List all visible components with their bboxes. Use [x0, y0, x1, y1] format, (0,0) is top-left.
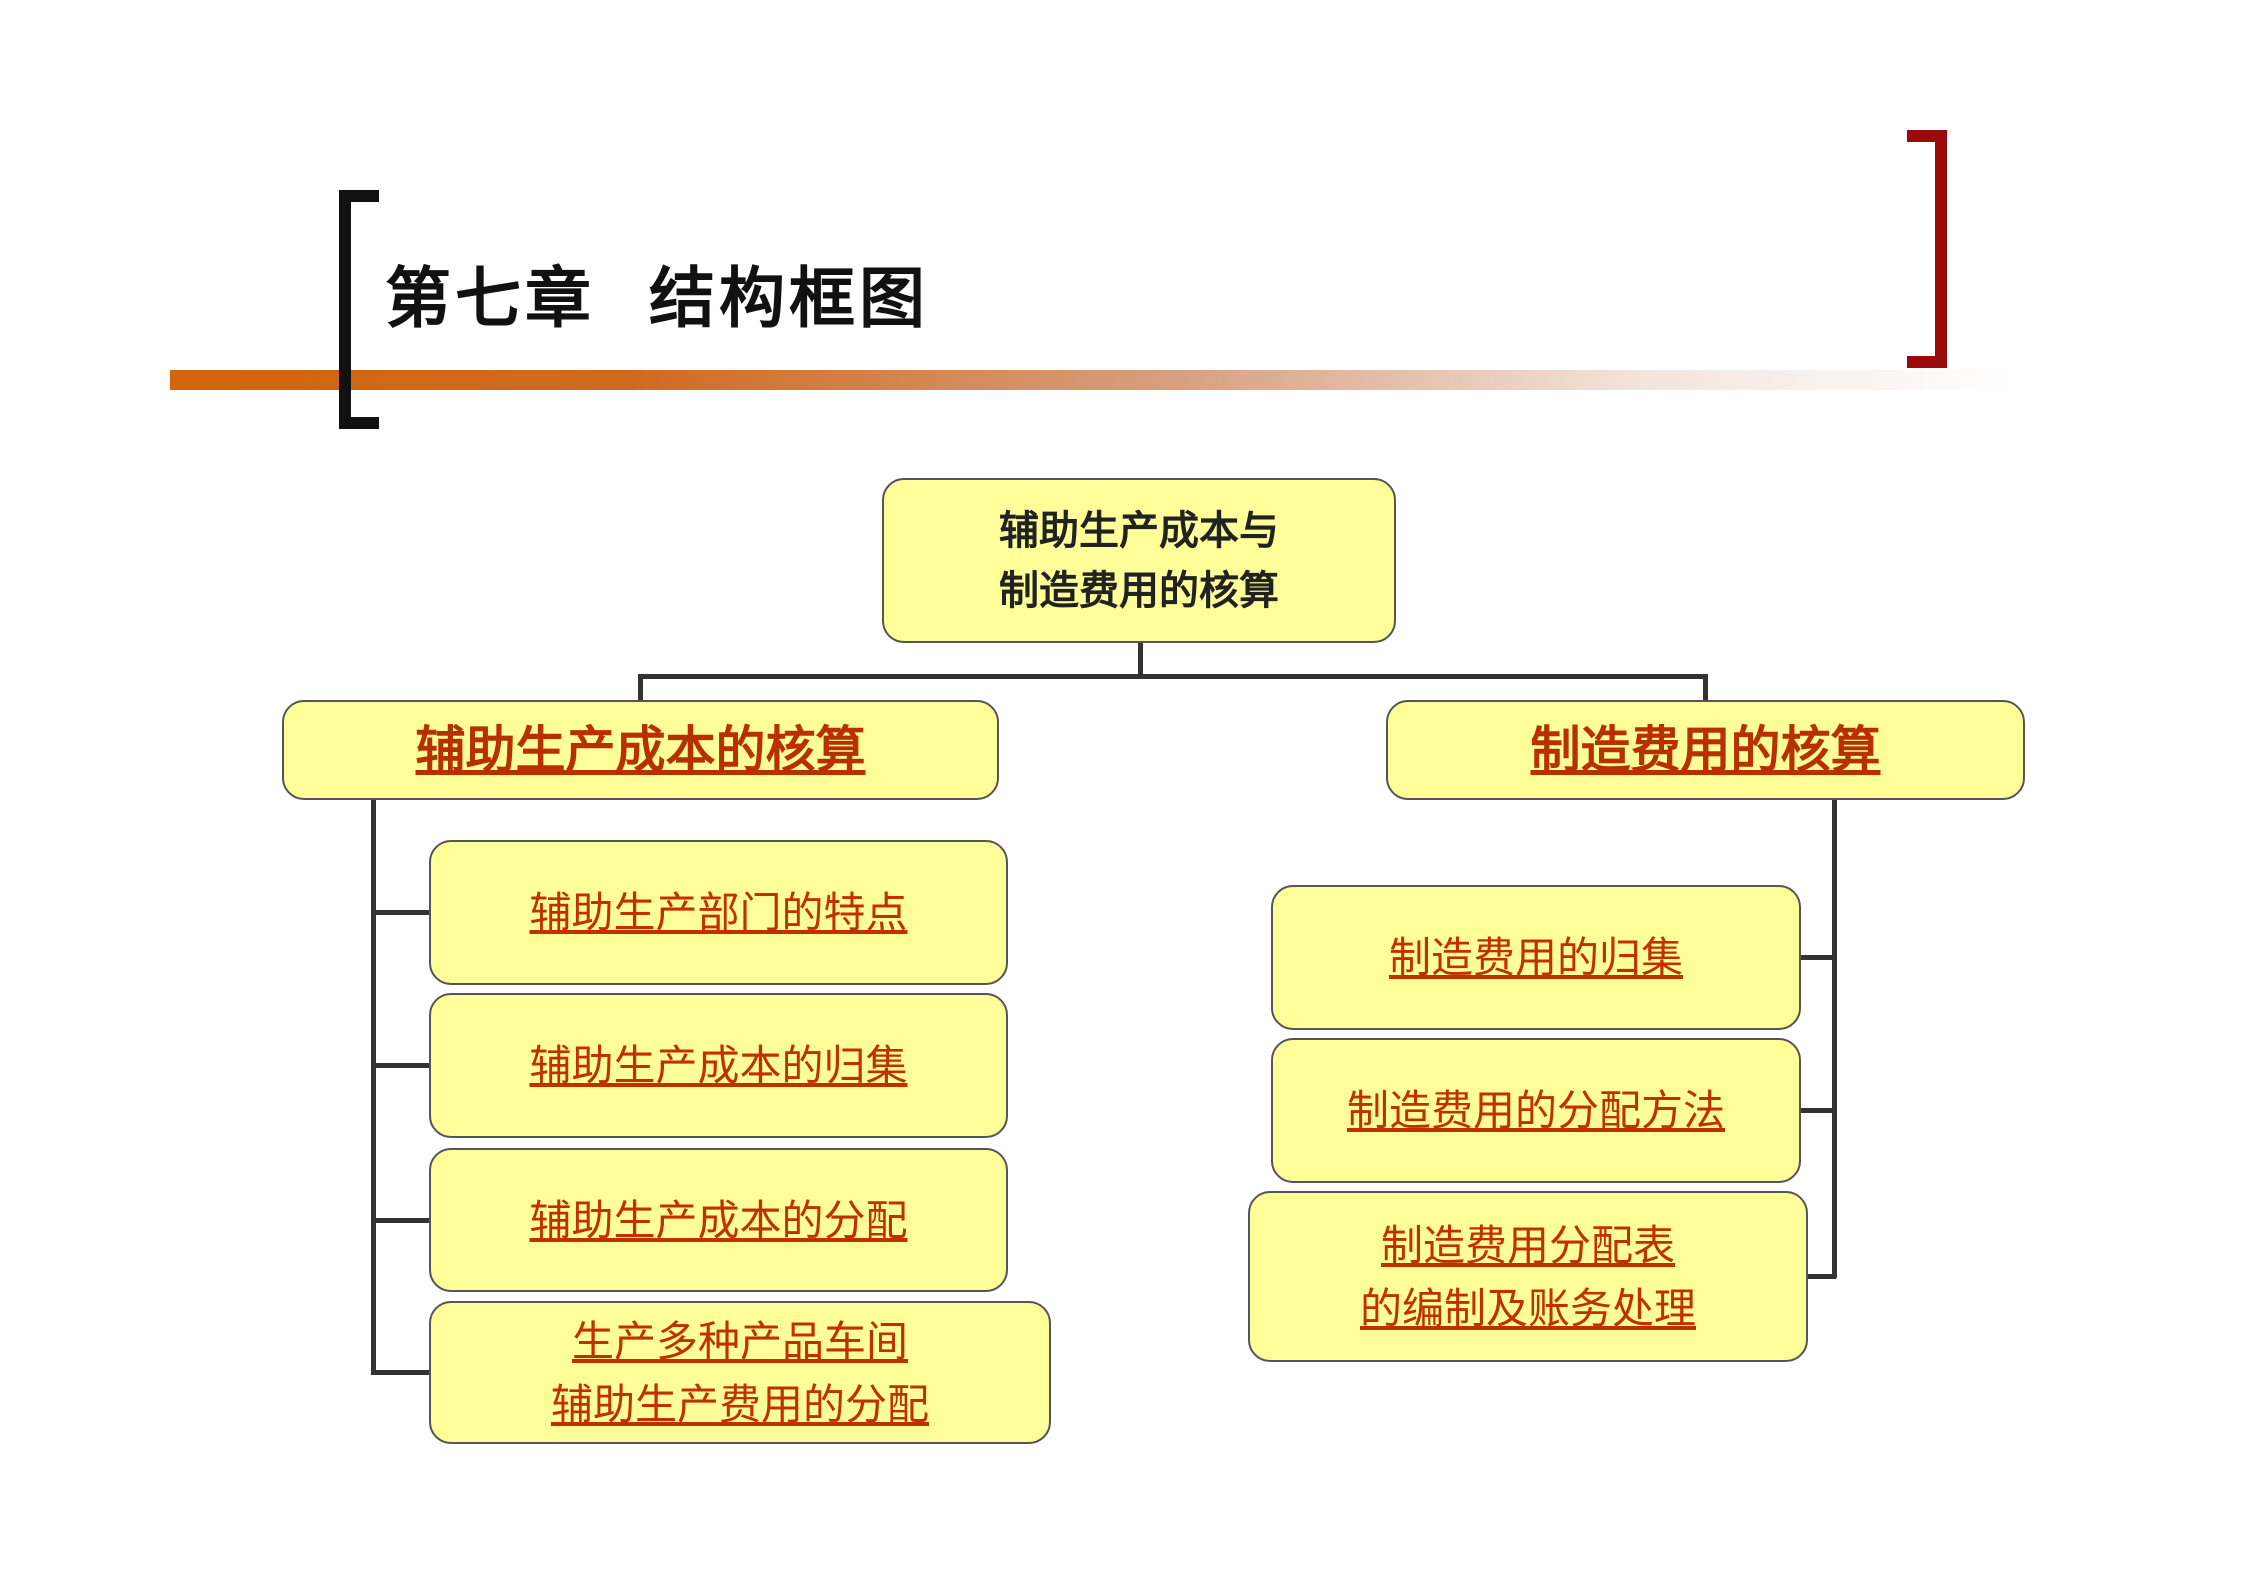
- left-heading-node[interactable]: 辅助生产成本的核算: [282, 700, 999, 800]
- page-title: 第七章 结构框图: [385, 260, 929, 337]
- right-item-node[interactable]: 制造费用分配表的编制及账务处理: [1248, 1191, 1808, 1362]
- connector: [1799, 1108, 1835, 1113]
- right-item-link[interactable]: 制造费用分配表: [1380, 1220, 1675, 1270]
- right-heading-link[interactable]: 制造费用的核算: [1530, 720, 1881, 779]
- connector: [1703, 674, 1708, 702]
- left-bracket-decoration: [339, 190, 379, 429]
- connector: [371, 1218, 431, 1223]
- connector: [1806, 1274, 1836, 1279]
- connector: [638, 674, 1708, 679]
- right-item-link[interactable]: 制造费用的归集: [1388, 933, 1683, 982]
- left-item-node[interactable]: 辅助生产成本的分配: [429, 1148, 1008, 1292]
- right-item-node[interactable]: 制造费用的归集: [1271, 885, 1801, 1030]
- left-item-node[interactable]: 生产多种产品车间辅助生产费用的分配: [429, 1301, 1051, 1444]
- right-item-link[interactable]: 的编制及账务处理: [1359, 1283, 1696, 1333]
- connector: [371, 1063, 431, 1068]
- left-item-node[interactable]: 辅助生产部门的特点: [429, 840, 1008, 985]
- left-item-link[interactable]: 辅助生产部门的特点: [529, 888, 908, 937]
- connector: [1832, 800, 1837, 1278]
- connector: [371, 800, 376, 1374]
- connector: [1138, 643, 1143, 678]
- connector: [638, 674, 643, 702]
- title-underline-bar: [170, 370, 2010, 390]
- connector: [1799, 955, 1835, 960]
- right-heading-node[interactable]: 制造费用的核算: [1386, 700, 2025, 800]
- left-item-link[interactable]: 辅助生产成本的分配: [529, 1195, 908, 1245]
- connector: [371, 1370, 431, 1375]
- left-item-link[interactable]: 生产多种产品车间: [571, 1316, 908, 1366]
- root-line-2: 制造费用的核算: [999, 567, 1279, 614]
- left-item-node[interactable]: 辅助生产成本的归集: [429, 993, 1008, 1138]
- root-line-1: 辅助生产成本与: [999, 507, 1279, 554]
- left-item-link[interactable]: 辅助生产成本的归集: [529, 1041, 908, 1090]
- right-item-node[interactable]: 制造费用的分配方法: [1271, 1038, 1801, 1183]
- left-item-link[interactable]: 辅助生产费用的分配: [550, 1379, 929, 1429]
- right-item-link[interactable]: 制造费用的分配方法: [1346, 1086, 1725, 1135]
- right-bracket-decoration: [1907, 130, 1947, 368]
- root-node: 辅助生产成本与制造费用的核算: [882, 478, 1396, 643]
- connector: [371, 910, 431, 915]
- left-heading-link[interactable]: 辅助生产成本的核算: [415, 720, 866, 779]
